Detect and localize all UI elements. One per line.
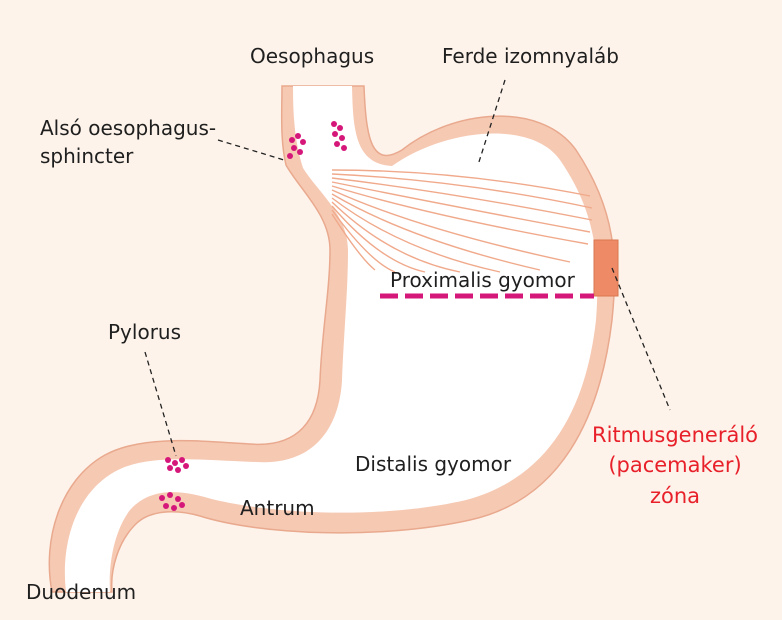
pylorus-leader [144,351,177,457]
also-oesophagus-label-line2: sphincter [40,144,134,168]
ritmus-line2: (pacemaker) [608,453,742,478]
duodenum-label: Duodenum [26,580,137,604]
ferde-izomnyalab-label: Ferde izomnyaláb [442,44,619,68]
pacemaker-leader [611,267,671,411]
sphincter-leader [217,139,285,161]
lower-oesophageal-sphincter-dots [287,121,347,159]
stomach-lumen [64,86,598,592]
leader-lines [144,79,671,457]
ferde-leader [477,79,506,166]
ritmusgeneralo-zona-label: Ritmusgeneráló (pacemaker) zóna [580,420,770,511]
ritmus-line3: zóna [649,483,701,508]
antrum-label: Antrum [240,496,315,520]
distalis-gyomor-label: Distalis gyomor [355,452,512,476]
pylorus-sphincter-dots [159,457,189,511]
also-oesophagus-label-line1: Alsó oesophagus- [40,116,217,140]
pacemaker-zone [593,239,619,297]
oesophagus-label: Oesophagus [250,44,375,68]
pylorus-label: Pylorus [108,320,182,344]
oblique-muscle-fibers [331,169,593,273]
ritmus-line1: Ritmusgeneráló [591,423,759,447]
proximalis-gyomor-label: Proximalis gyomor [390,268,575,292]
